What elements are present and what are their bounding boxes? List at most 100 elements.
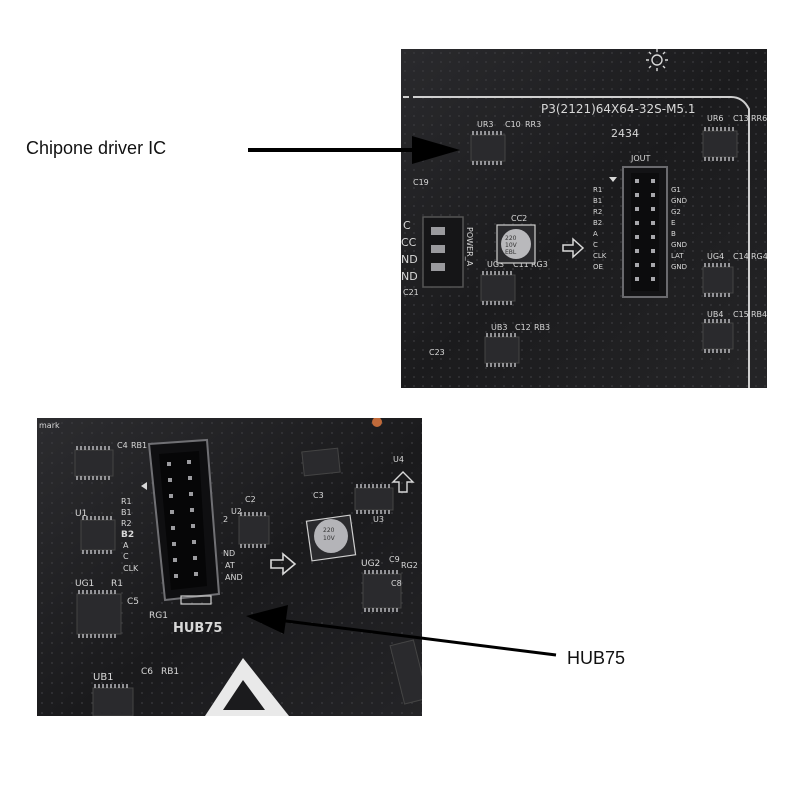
label-ug3: UG3 — [487, 260, 504, 269]
jout-pin-g2: G2 — [671, 208, 681, 216]
top-board-photo: P3(2121)64X64-32S-M5.1 2434 UR3 C10 RR3 … — [401, 49, 767, 388]
label-c23: C23 — [429, 348, 445, 357]
driver-chip-u3 — [354, 484, 394, 514]
board-title: P3(2121)64X64-32S-M5.1 — [541, 102, 696, 116]
driver-chip-ub3 — [484, 333, 520, 367]
power-connector — [422, 216, 464, 288]
label-c14: C14 — [733, 252, 749, 261]
jout-pin-a: A — [593, 230, 598, 238]
jout-pin-clk: CLK — [593, 252, 607, 260]
top-board-svg: P3(2121)64X64-32S-M5.1 2434 UR3 C10 RR3 … — [401, 49, 767, 388]
label-rr3: RR3 — [525, 120, 541, 129]
hub75-right-pin-labels: 2 ND AT AND — [223, 515, 243, 582]
driver-chip-ug1 — [76, 590, 122, 638]
label-rg2: RG2 — [401, 561, 418, 570]
label-ub4: UB4 — [707, 310, 723, 319]
label-r1-bottom: R1 — [111, 579, 123, 589]
label-ug2: UG2 — [361, 559, 380, 569]
label-c11: C11 — [513, 260, 529, 269]
jout-right-pin-labels: G1 GND G2 E B GND LAT GND — [671, 186, 687, 271]
hub75-left-pin-labels: R1 B1 R2 B2 A C CLK — [121, 497, 139, 573]
label-rb1-bottom: RB1 — [161, 667, 179, 677]
jout-pin-gnd-2: GND — [671, 241, 687, 249]
flow-arrow-icon — [270, 552, 297, 576]
label-c3: C3 — [313, 491, 324, 500]
jout-connector — [622, 166, 668, 298]
capacitor-series: EBL — [505, 249, 517, 256]
jout-pin-b2: B2 — [593, 219, 602, 227]
date-code: 2434 — [611, 127, 639, 140]
power-label: POWER_A — [465, 227, 474, 267]
bottom-board-photo: mark C4 RB1 U1 — [37, 418, 422, 716]
driver-chip-top-middle — [301, 447, 341, 477]
jout-pin-b: B — [671, 230, 676, 238]
hub-pin-2: 2 — [223, 515, 228, 524]
callout-chipone-driver-ic: Chipone driver IC — [26, 138, 167, 158]
hub-pin-b1: B1 — [121, 508, 132, 517]
label-c21: C21 — [403, 288, 419, 297]
jout-left-pin-labels: R1 B1 R2 B2 A C CLK OE — [593, 186, 607, 271]
power-pin-cc: CC — [401, 236, 417, 249]
jout-pin-lat: LAT — [671, 252, 684, 260]
electrolytic-capacitor: 220 10V — [305, 514, 357, 562]
capacitor-voltage: 10V — [323, 535, 336, 542]
label-rb4: RB4 — [751, 310, 767, 319]
jout-pin-e: E — [671, 219, 675, 227]
warning-triangle-icon — [205, 658, 289, 716]
driver-chip-u2 — [238, 512, 270, 548]
jout-pin-gnd-3: GND — [671, 263, 687, 271]
label-ub1: UB1 — [93, 672, 114, 683]
hub-pin-and: AND — [225, 573, 243, 582]
label-c9: C9 — [389, 555, 400, 564]
bottom-board-svg: mark C4 RB1 U1 — [37, 418, 422, 716]
capacitor-voltage: 10V — [505, 242, 518, 249]
flow-arrow-icon — [562, 237, 585, 259]
driver-chip-ur6 — [702, 127, 738, 161]
driver-chip-ug4 — [702, 263, 734, 297]
hub-pin-b2: B2 — [121, 530, 134, 540]
jout-pin-r1: R1 — [593, 186, 602, 194]
jout-pin-g1: G1 — [671, 186, 681, 194]
copper-pad — [372, 418, 382, 427]
jout-pin-r2: R2 — [593, 208, 602, 216]
power-pin-nd-2: ND — [401, 270, 418, 283]
label-ur6: UR6 — [707, 114, 724, 123]
capacitor-value: 220 — [323, 527, 335, 534]
label-cc2: CC2 — [511, 214, 527, 223]
callout-hub75: HUB75 — [567, 648, 626, 668]
driver-chip-ub1 — [92, 684, 134, 716]
label-ub3: UB3 — [491, 323, 507, 332]
driver-chip-top-left — [74, 446, 114, 480]
jout-pin-gnd-1: GND — [671, 197, 687, 205]
label-rg3: RG3 — [531, 260, 548, 269]
label-u2: U2 — [231, 507, 242, 516]
driver-chip-ug3 — [480, 271, 516, 305]
driver-chip-ug2 — [362, 570, 402, 612]
label-c4: C4 — [117, 441, 128, 450]
capacitor-value: 220 — [505, 235, 517, 242]
label-c5: C5 — [127, 597, 139, 607]
pin1-triangle-icon — [609, 177, 617, 182]
power-pin-nd-1: ND — [401, 253, 418, 266]
label-rb3: RB3 — [534, 323, 550, 332]
electrolytic-capacitor: 220 10V EBL — [496, 224, 536, 264]
label-c12: C12 — [515, 323, 531, 332]
label-rr6: RR6 — [751, 114, 767, 123]
hub-pin-c: C — [123, 552, 129, 561]
mark-text: mark — [39, 421, 60, 430]
hub75-silk-label: HUB75 — [173, 621, 222, 636]
label-c19: C19 — [413, 178, 429, 187]
label-rg1: RG1 — [149, 611, 168, 621]
label-c2: C2 — [245, 495, 256, 504]
sun-mark-icon — [646, 49, 668, 71]
label-u1: U1 — [75, 509, 87, 519]
label-u4: U4 — [393, 455, 404, 464]
driver-chip-u1 — [80, 516, 116, 554]
label-ug4: UG4 — [707, 252, 724, 261]
label-rb1-top: RB1 — [131, 441, 147, 450]
jout-pin-oe: OE — [593, 263, 603, 271]
label-c6: C6 — [141, 667, 153, 677]
label-ug1: UG1 — [75, 579, 94, 589]
label-u3: U3 — [373, 515, 384, 524]
label-c15: C15 — [733, 310, 749, 319]
